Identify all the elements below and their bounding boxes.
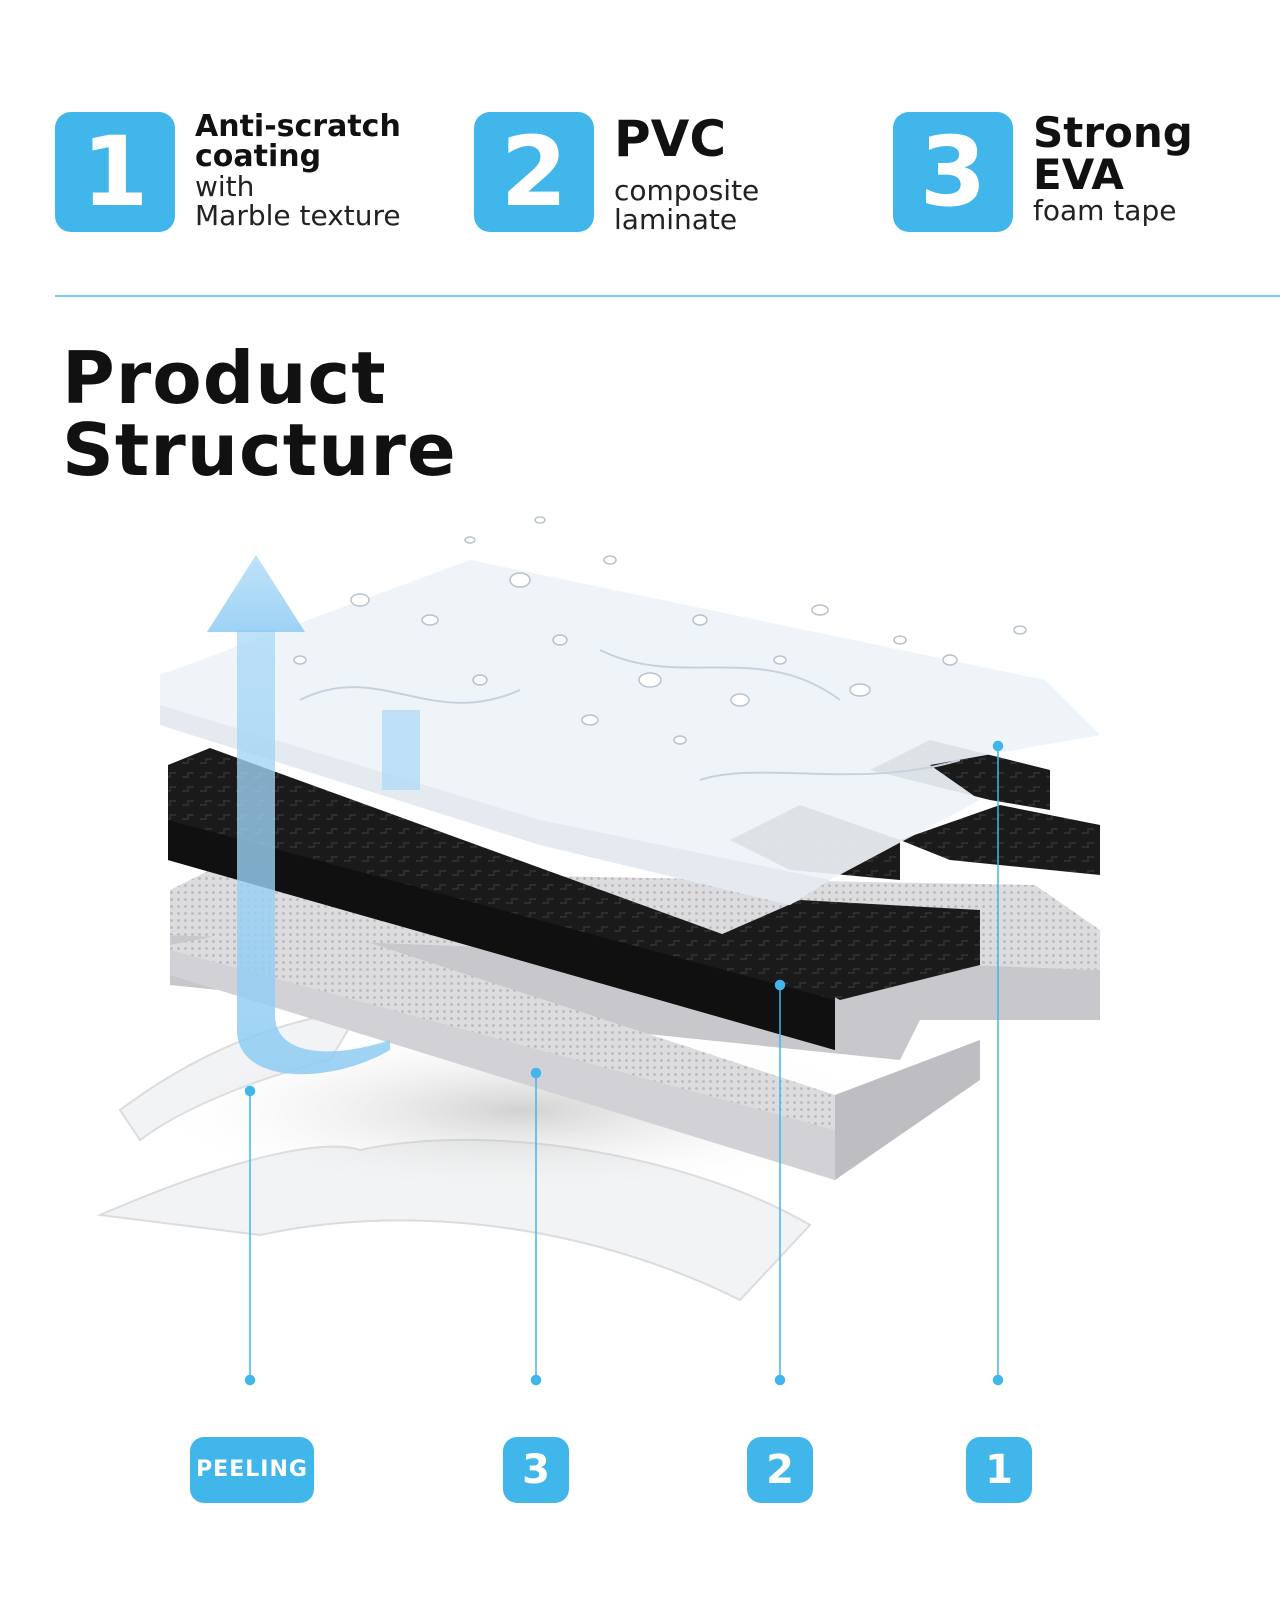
product-structure-diagram xyxy=(96,516,1100,1386)
feature-title-line: coating xyxy=(195,139,322,174)
feature-subtitle-line: laminate xyxy=(614,203,738,236)
feature-number-badge: 1 xyxy=(55,112,175,232)
feature-number-badge: 3 xyxy=(893,112,1013,232)
eva-foam-layer xyxy=(168,740,1100,1050)
title-line: Product xyxy=(62,336,387,420)
feature-subtitle-line: foam tape xyxy=(1033,194,1177,227)
callout-layer-3: 3 xyxy=(503,1437,569,1503)
feature-title-line: Anti-scratch xyxy=(195,109,401,144)
marble-coating-layer xyxy=(160,560,1100,905)
feature-title-line: EVA xyxy=(1033,150,1124,199)
feature-description: Strong EVA foam tape xyxy=(1033,108,1273,227)
feature-title-line: PVC xyxy=(614,110,727,168)
title-line: Structure xyxy=(62,408,457,492)
peeling-arrow xyxy=(207,555,420,1075)
callout-layer-1: 1 xyxy=(966,1437,1032,1503)
callout-layer-2: 2 xyxy=(747,1437,813,1503)
feature-subtitle-line: Marble texture xyxy=(195,199,401,232)
feature-description: PVC composite laminate xyxy=(614,112,854,234)
callout-peeling: PEELING xyxy=(190,1437,314,1503)
section-divider xyxy=(55,295,1280,297)
feature-number-badge: 2 xyxy=(474,112,594,232)
page-title: Product Structure xyxy=(62,342,457,486)
feature-description: Anti-scratch coating with Marble texture xyxy=(195,109,435,232)
water-droplets xyxy=(293,516,1027,745)
feature-title-line: Strong xyxy=(1033,108,1193,157)
feature-subtitle-line: composite xyxy=(614,174,760,207)
callout-leaders xyxy=(244,740,1004,1386)
feature-subtitle-line: with xyxy=(195,170,255,203)
